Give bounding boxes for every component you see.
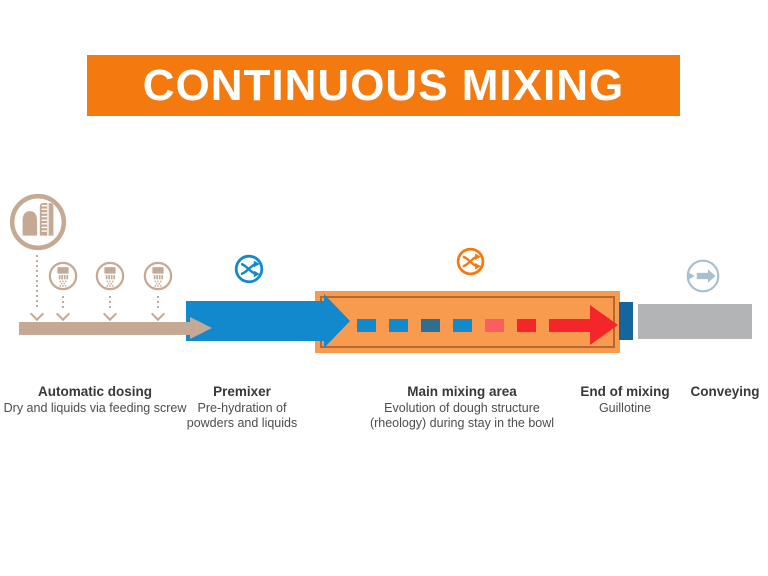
stage-end-of-mixing: End of mixing Guillotine	[567, 383, 683, 416]
conveying-exit-icon	[685, 258, 721, 299]
stage-automatic-dosing: Automatic dosing Dry and liquids via fee…	[3, 383, 187, 416]
stage-label: Main mixing area	[407, 384, 517, 399]
mixing-dash	[549, 319, 568, 332]
down-arrow-icon	[150, 306, 166, 322]
mixing-dash-row	[357, 319, 568, 332]
stage-label: End of mixing	[580, 384, 670, 399]
stage-premixer: Premixer Pre-hydration of powders and li…	[164, 383, 320, 431]
stage-main-mixing-area: Main mixing area Evolution of dough stru…	[352, 383, 572, 431]
mixing-dash	[357, 319, 376, 332]
premixer-arrow-head	[324, 294, 350, 348]
feeder-hopper-icon	[143, 261, 173, 296]
stage-conveying: Conveying	[683, 383, 767, 401]
stage-description: Guillotine	[598, 401, 652, 415]
dosing-arrow-head	[190, 317, 212, 339]
mixing-dash	[453, 319, 472, 332]
dosing-dropline	[109, 296, 111, 309]
dosing-arrow-body	[19, 322, 191, 335]
mixing-arrow-head	[590, 305, 618, 345]
silo-icon	[9, 193, 67, 251]
dosing-dropline	[157, 296, 159, 309]
main-mixer-shuffle-icon	[455, 246, 486, 282]
guillotine-bar	[619, 302, 633, 340]
title-banner: CONTINUOUS MIXING	[87, 55, 680, 116]
down-arrow-icon	[29, 306, 45, 322]
mixing-dash	[421, 319, 440, 332]
mixing-dash	[517, 319, 536, 332]
dosing-dropline	[36, 255, 38, 309]
stage-label: Premixer	[213, 384, 271, 399]
stage-description: Evolution of dough structure (rheology) …	[369, 401, 555, 430]
mixing-arrow-body	[568, 319, 592, 332]
premixer-shuffle-icon	[233, 253, 265, 290]
down-arrow-icon	[55, 306, 71, 322]
feeder-hopper-icon	[95, 261, 125, 296]
feeder-hopper-icon	[48, 261, 78, 296]
mixing-dash	[485, 319, 504, 332]
mixing-dash	[389, 319, 408, 332]
conveying-bar	[638, 304, 752, 339]
dosing-dropline	[62, 296, 64, 309]
stage-description: Dry and liquids via feeding screw	[3, 401, 187, 415]
down-arrow-icon	[102, 306, 118, 322]
page-title: CONTINUOUS MIXING	[142, 60, 625, 110]
stage-label: Conveying	[690, 384, 760, 399]
stage-label: Automatic dosing	[38, 384, 152, 399]
stage-description: Pre-hydration of powders and liquids	[186, 401, 298, 430]
